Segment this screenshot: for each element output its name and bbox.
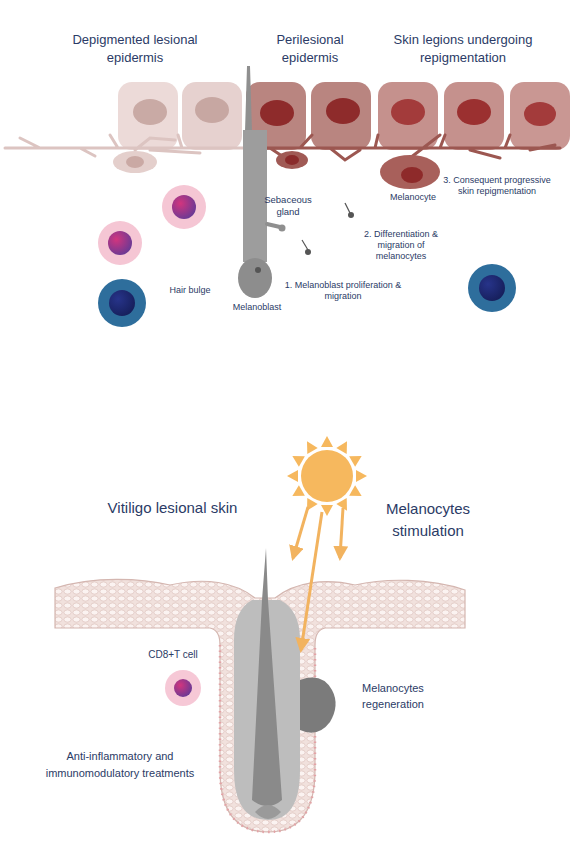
nucleus bbox=[285, 155, 299, 165]
nucleus bbox=[391, 99, 425, 125]
label: 3. Consequent progressive skin repigment… bbox=[436, 175, 558, 197]
label: Hair bulge bbox=[160, 285, 220, 296]
label: Vitiligo lesional skin bbox=[85, 498, 260, 518]
light-arrow bbox=[340, 508, 343, 558]
melanoblast-tail bbox=[302, 240, 308, 250]
keratinocyte bbox=[510, 82, 570, 150]
label: Melanoblast bbox=[222, 302, 292, 313]
nucleus bbox=[524, 102, 556, 126]
label: Melanocytes regeneration bbox=[343, 680, 443, 712]
immune-cell bbox=[162, 185, 206, 229]
melanocyte bbox=[380, 155, 440, 189]
nucleus bbox=[126, 156, 144, 168]
sebaceous-gland bbox=[279, 225, 286, 232]
label: Anti-inflammatory and immunomodulatory t… bbox=[45, 748, 195, 782]
hair-follicle bbox=[243, 130, 267, 262]
cd8-cell bbox=[165, 670, 201, 706]
keratinocyte bbox=[182, 82, 242, 150]
immune-cell bbox=[98, 221, 142, 265]
sun-ray bbox=[336, 438, 352, 454]
nucleus bbox=[457, 99, 491, 125]
immune-cell-core bbox=[479, 275, 505, 301]
keratinocyte bbox=[444, 82, 504, 150]
immune-cell-core bbox=[172, 195, 196, 219]
label: Melanocyte bbox=[382, 192, 444, 203]
cd8-cell-core bbox=[174, 679, 192, 697]
light-arrow bbox=[301, 512, 322, 650]
nucleus bbox=[326, 98, 360, 124]
hair-shaft bbox=[245, 66, 252, 132]
sun-ray bbox=[287, 470, 298, 482]
label: Melanocytes stimulation bbox=[372, 498, 484, 542]
immune-cell bbox=[98, 279, 146, 327]
light-arrow bbox=[293, 507, 308, 558]
hair-shaft bbox=[252, 548, 282, 806]
immune-cell-core bbox=[109, 290, 135, 316]
melanoblast bbox=[305, 249, 311, 255]
label: Skin legions undergoing repigmentation bbox=[376, 31, 550, 67]
label: 1. Melanoblast proliferation & migration bbox=[280, 280, 406, 302]
sun-ray bbox=[349, 451, 365, 467]
label: Depigmented lesional epidermis bbox=[55, 31, 215, 67]
melanoblast bbox=[348, 212, 354, 218]
follicle-bulge bbox=[300, 678, 336, 733]
epidermis-cells bbox=[118, 82, 570, 150]
sun-ray bbox=[289, 451, 305, 467]
label: Sebaceous gland bbox=[260, 194, 316, 218]
sun-ray bbox=[289, 485, 305, 501]
sun-ray bbox=[302, 438, 318, 454]
label: 2. Differentiation & migration of melano… bbox=[358, 229, 444, 262]
sun-ray bbox=[356, 470, 367, 482]
immune-cell-core bbox=[108, 231, 132, 255]
sebaceous-gland bbox=[267, 224, 280, 227]
sun-ray bbox=[349, 485, 365, 501]
melanocyte bbox=[276, 151, 308, 169]
keratinocyte bbox=[378, 82, 438, 150]
pale-melanocyte bbox=[113, 151, 157, 173]
keratinocyte bbox=[311, 82, 371, 150]
nucleus bbox=[401, 167, 423, 183]
hair-bulb bbox=[238, 258, 272, 298]
label: CD8+T cell bbox=[133, 649, 213, 661]
melanoblast-tail bbox=[345, 203, 350, 213]
sun-ray bbox=[302, 498, 318, 514]
melanoblast bbox=[255, 267, 261, 273]
sun-ray bbox=[321, 436, 333, 447]
label: Perilesional epidermis bbox=[255, 31, 365, 67]
immune-cell bbox=[468, 264, 516, 312]
nucleus bbox=[260, 100, 294, 126]
dermal-papilla bbox=[255, 805, 281, 819]
nucleus bbox=[195, 97, 229, 123]
nucleus bbox=[133, 99, 167, 125]
sun bbox=[287, 436, 367, 516]
sun-disc bbox=[301, 450, 353, 502]
